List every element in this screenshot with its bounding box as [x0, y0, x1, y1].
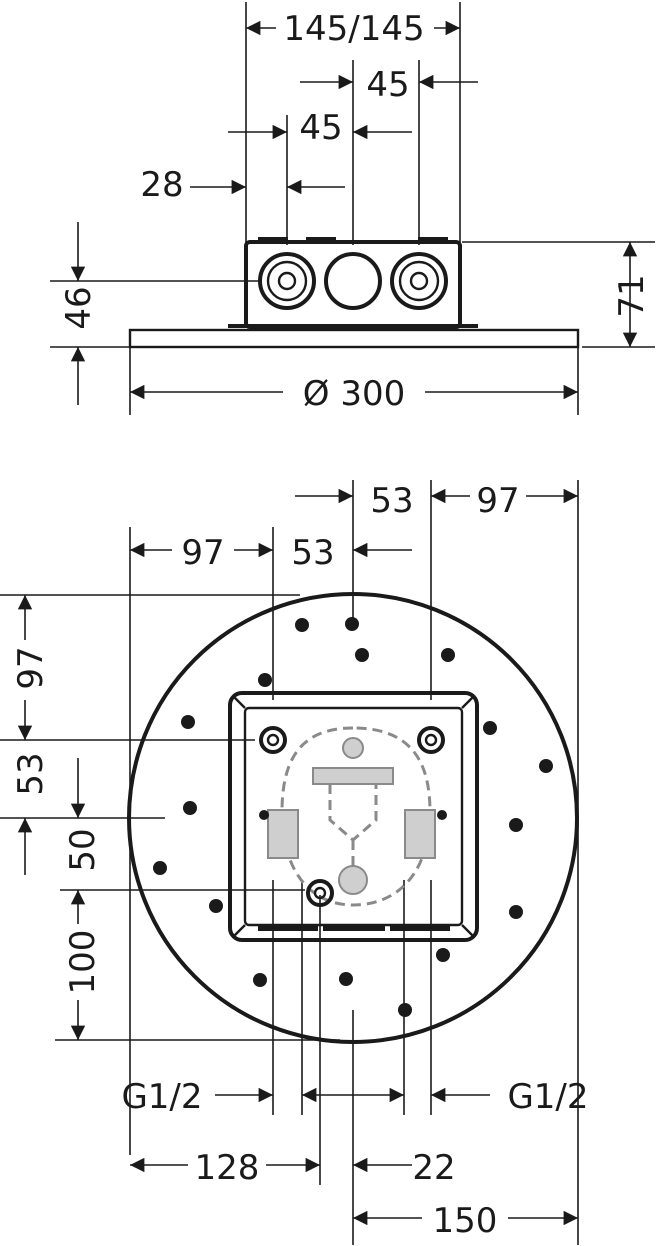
mounting-hole-tr	[417, 726, 445, 754]
shower-plate	[128, 328, 580, 349]
dim-left-100: 100	[63, 930, 103, 995]
valve-internals	[267, 726, 436, 907]
dim-thread-right: G1/2	[507, 1077, 588, 1117]
dim-top-left-97: 97	[181, 533, 224, 573]
plan-view: 53 97 97 53 97 53 50 100 G1/2 G1/2 128 2…	[0, 478, 589, 1245]
dim-left-53: 53	[11, 752, 51, 795]
dim-thread-left: G1/2	[121, 1077, 202, 1117]
inlet-center	[324, 252, 382, 310]
inlet-right	[390, 252, 448, 310]
valve-box-plan	[228, 691, 479, 942]
dim-spacing-right: 45	[366, 65, 409, 105]
dim-top-right-97: 97	[476, 481, 519, 521]
dim-offset-left: 28	[140, 165, 183, 205]
mounting-hole-tl	[259, 726, 287, 754]
dim-height-inlet: 46	[59, 286, 99, 329]
dim-height-total: 71	[612, 274, 652, 317]
spray-nozzles	[153, 617, 553, 1017]
dim-bottom-22: 22	[412, 1148, 455, 1188]
dim-spacing-left: 45	[299, 108, 342, 148]
dim-top-left-53: 53	[291, 533, 334, 573]
dim-top-right-53: 53	[370, 481, 413, 521]
mounting-hole-bottom	[306, 879, 334, 907]
dim-left-50: 50	[63, 828, 103, 871]
dim-bottom-128: 128	[195, 1148, 260, 1188]
inlet-left	[258, 252, 316, 310]
side-view: 145/145 45 45 28 46 71 Ø 300	[50, 2, 655, 415]
round-shower-plate	[127, 592, 579, 1044]
dim-spacing-total: 145/145	[283, 9, 424, 49]
dim-diameter: Ø 300	[303, 374, 405, 414]
dim-bottom-150: 150	[433, 1201, 498, 1241]
dim-left-97: 97	[11, 646, 51, 689]
